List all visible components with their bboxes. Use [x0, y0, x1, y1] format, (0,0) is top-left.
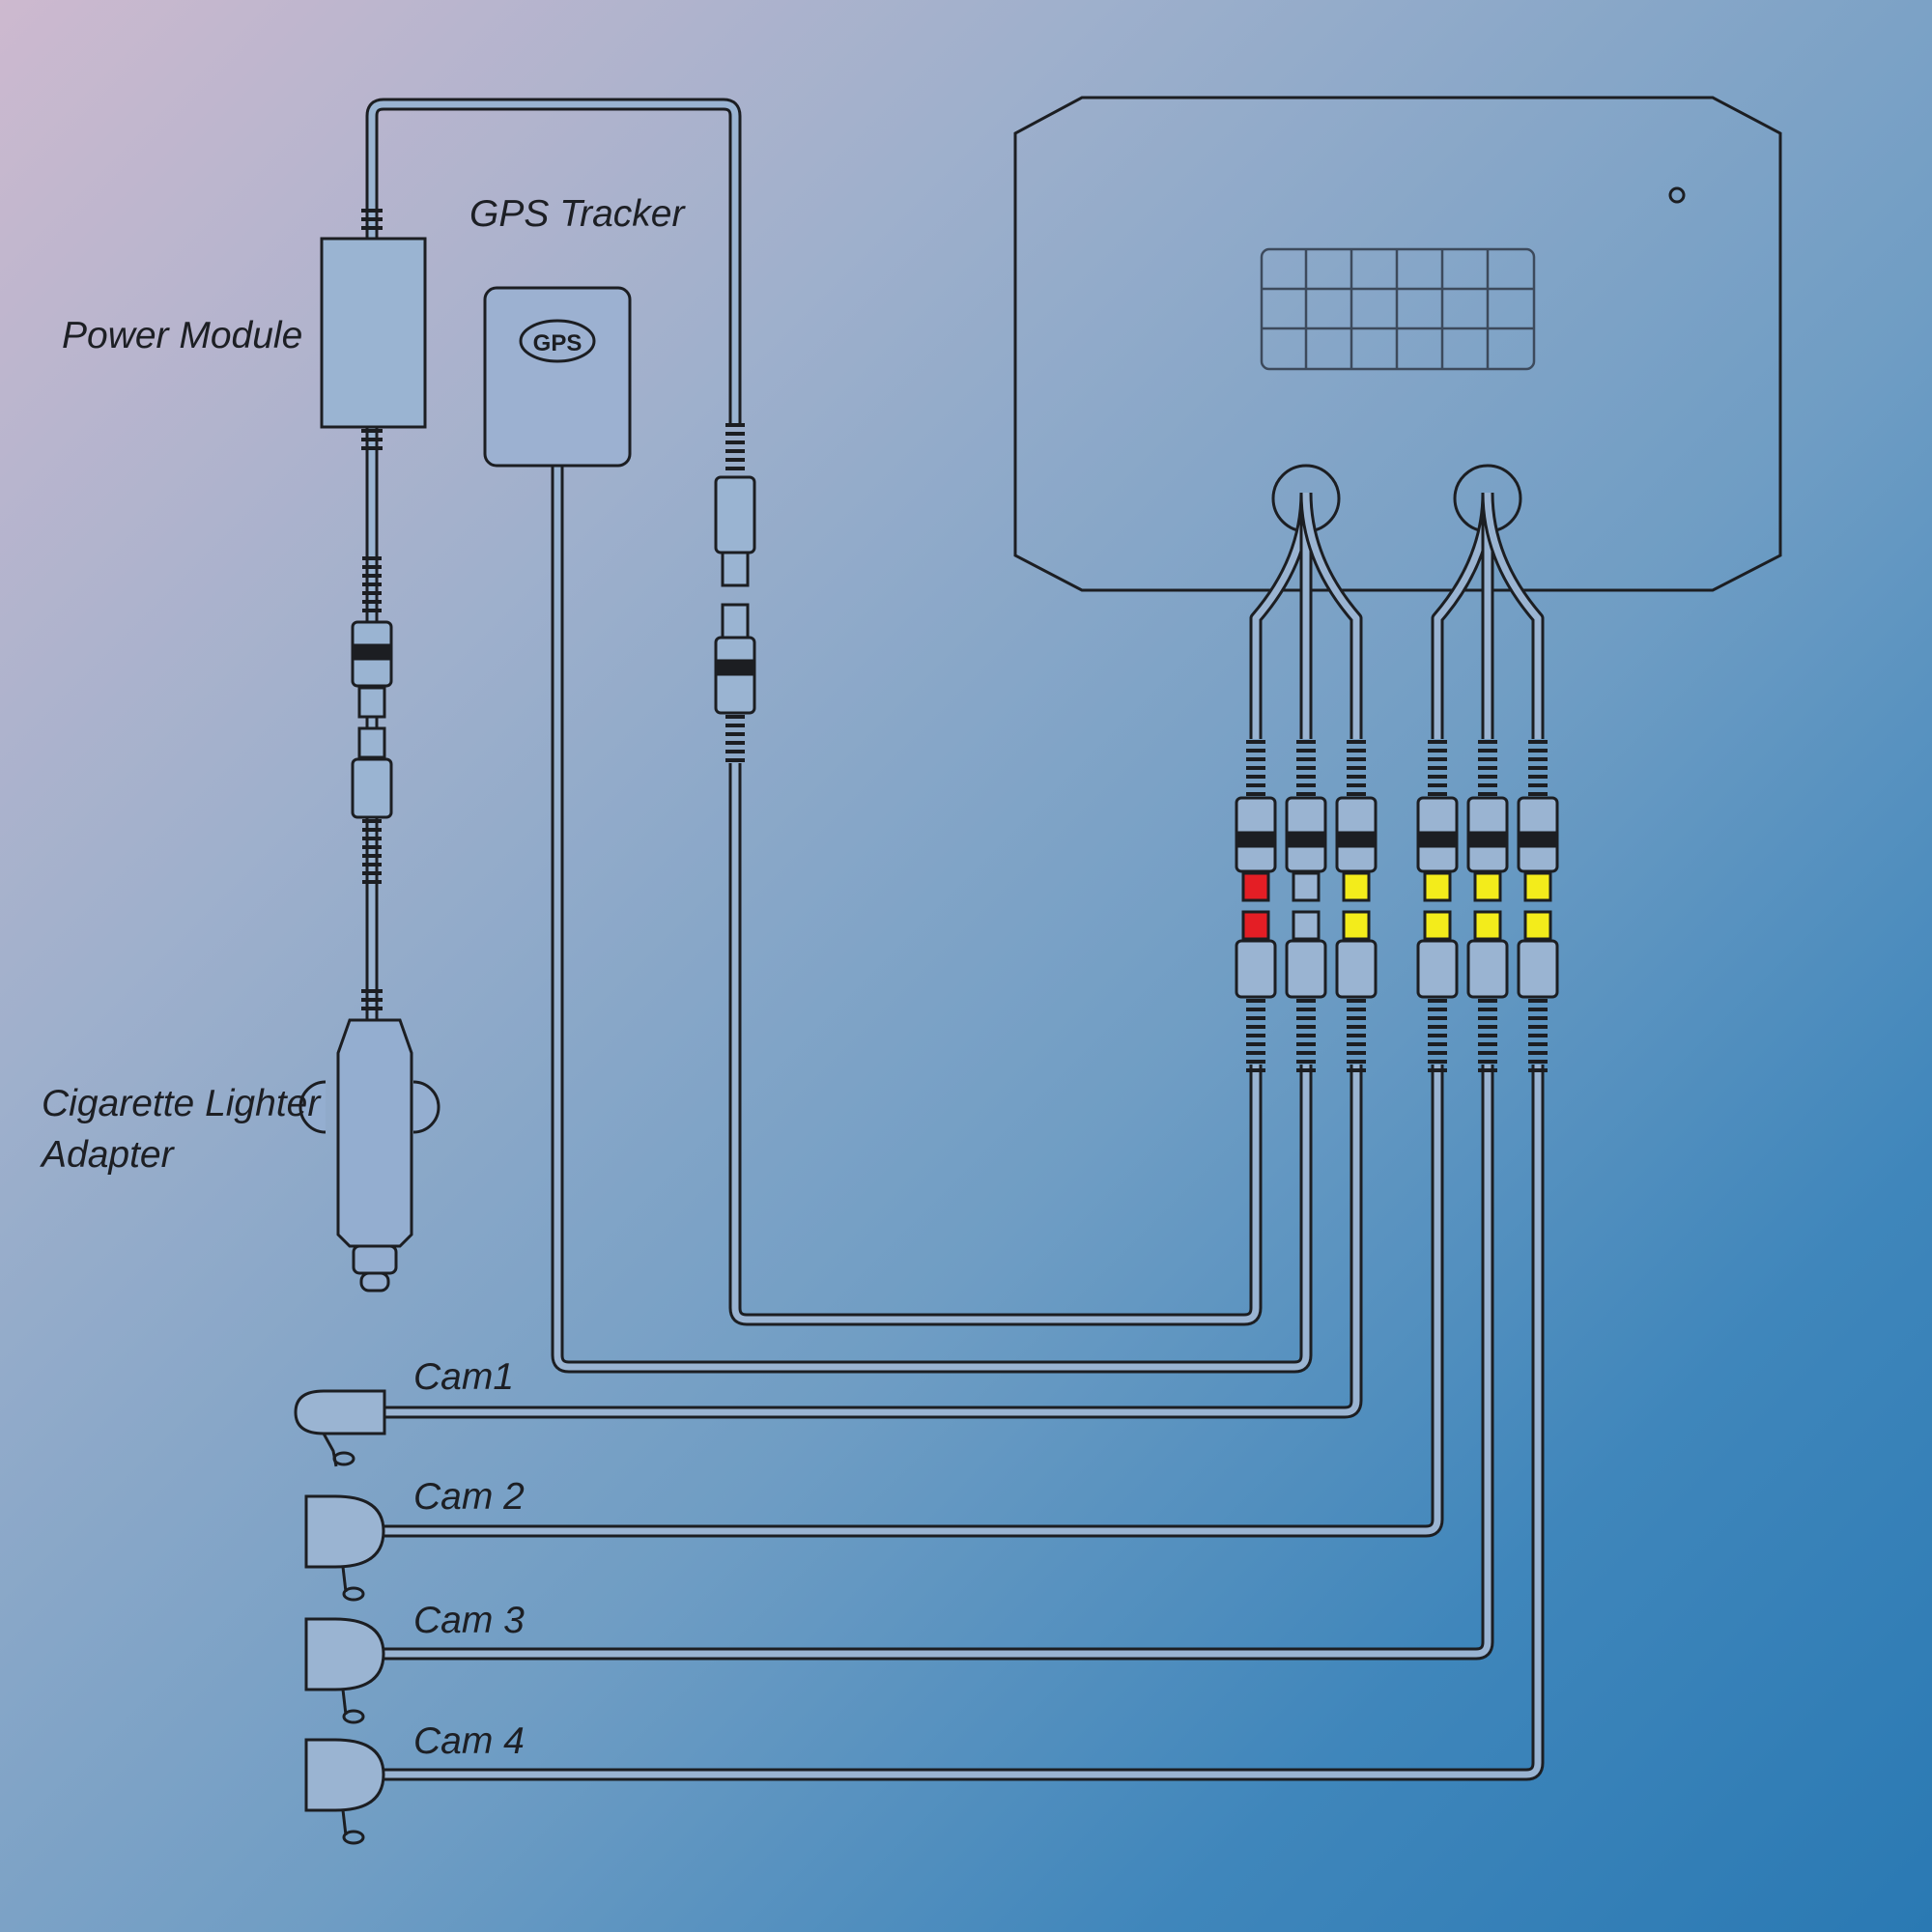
dvr-breakout-cable-4 — [1431, 492, 1494, 739]
label-cigarette-lighter-line2: Adapter — [42, 1134, 174, 1176]
label-cam2: Cam 2 — [413, 1476, 525, 1518]
rca-connector-pair-5 — [1466, 740, 1509, 1072]
gps-badge-text: GPS — [533, 330, 582, 356]
power-module-top-grip — [361, 209, 383, 230]
dvr-vent-grille — [1260, 247, 1536, 371]
dvr-breakout-cable-3 — [1299, 492, 1363, 739]
gps-extension-cable — [728, 763, 1263, 1326]
lighter-top-grip — [361, 989, 383, 1010]
dvr-unit-body — [1013, 96, 1782, 592]
label-cam1: Cam1 — [413, 1356, 515, 1398]
cigarette-lighter-adapter — [298, 1018, 440, 1293]
power-module — [320, 237, 427, 429]
camera-1 — [294, 1389, 386, 1467]
cam4-cable — [384, 1065, 1545, 1781]
label-power-module: Power Module — [62, 315, 303, 356]
dvr-status-led — [1668, 186, 1686, 204]
cable-group — [365, 98, 1545, 1781]
dvr-breakout-cable-6 — [1481, 492, 1545, 739]
cam3-cable — [384, 1065, 1494, 1661]
cam1-cable — [384, 1065, 1363, 1419]
dvr-unit — [1013, 96, 1782, 592]
connector-group — [351, 209, 1559, 1072]
gps-tracker: GPS — [483, 286, 632, 468]
dvr-breakout-cable-1 — [1249, 492, 1313, 739]
power-cable-top-loop — [365, 98, 742, 425]
label-cigarette-lighter-line1: Cigarette Lighter — [42, 1083, 321, 1124]
gps-tracker-cable — [551, 466, 1313, 1374]
rca-connector-pair-1 — [1235, 740, 1277, 1072]
camera-3 — [304, 1617, 385, 1724]
camera-2 — [304, 1494, 385, 1602]
camera-4 — [304, 1738, 385, 1845]
rca-connector-pair-4 — [1416, 740, 1459, 1072]
power-module-bottom-grip — [361, 429, 383, 450]
rca-connector-pair-6 — [1517, 740, 1559, 1072]
label-cam3: Cam 3 — [413, 1600, 525, 1641]
rca-connector-pair-2 — [1285, 740, 1327, 1072]
cam2-cable — [384, 1065, 1444, 1538]
power-inline-connector — [351, 556, 393, 884]
rca-connector-pair-3 — [1335, 740, 1378, 1072]
gps-badge-outline — [519, 319, 596, 363]
label-gps-tracker: GPS Tracker — [469, 193, 685, 235]
gps-extension-connector — [714, 423, 756, 762]
label-cam4: Cam 4 — [413, 1720, 525, 1762]
